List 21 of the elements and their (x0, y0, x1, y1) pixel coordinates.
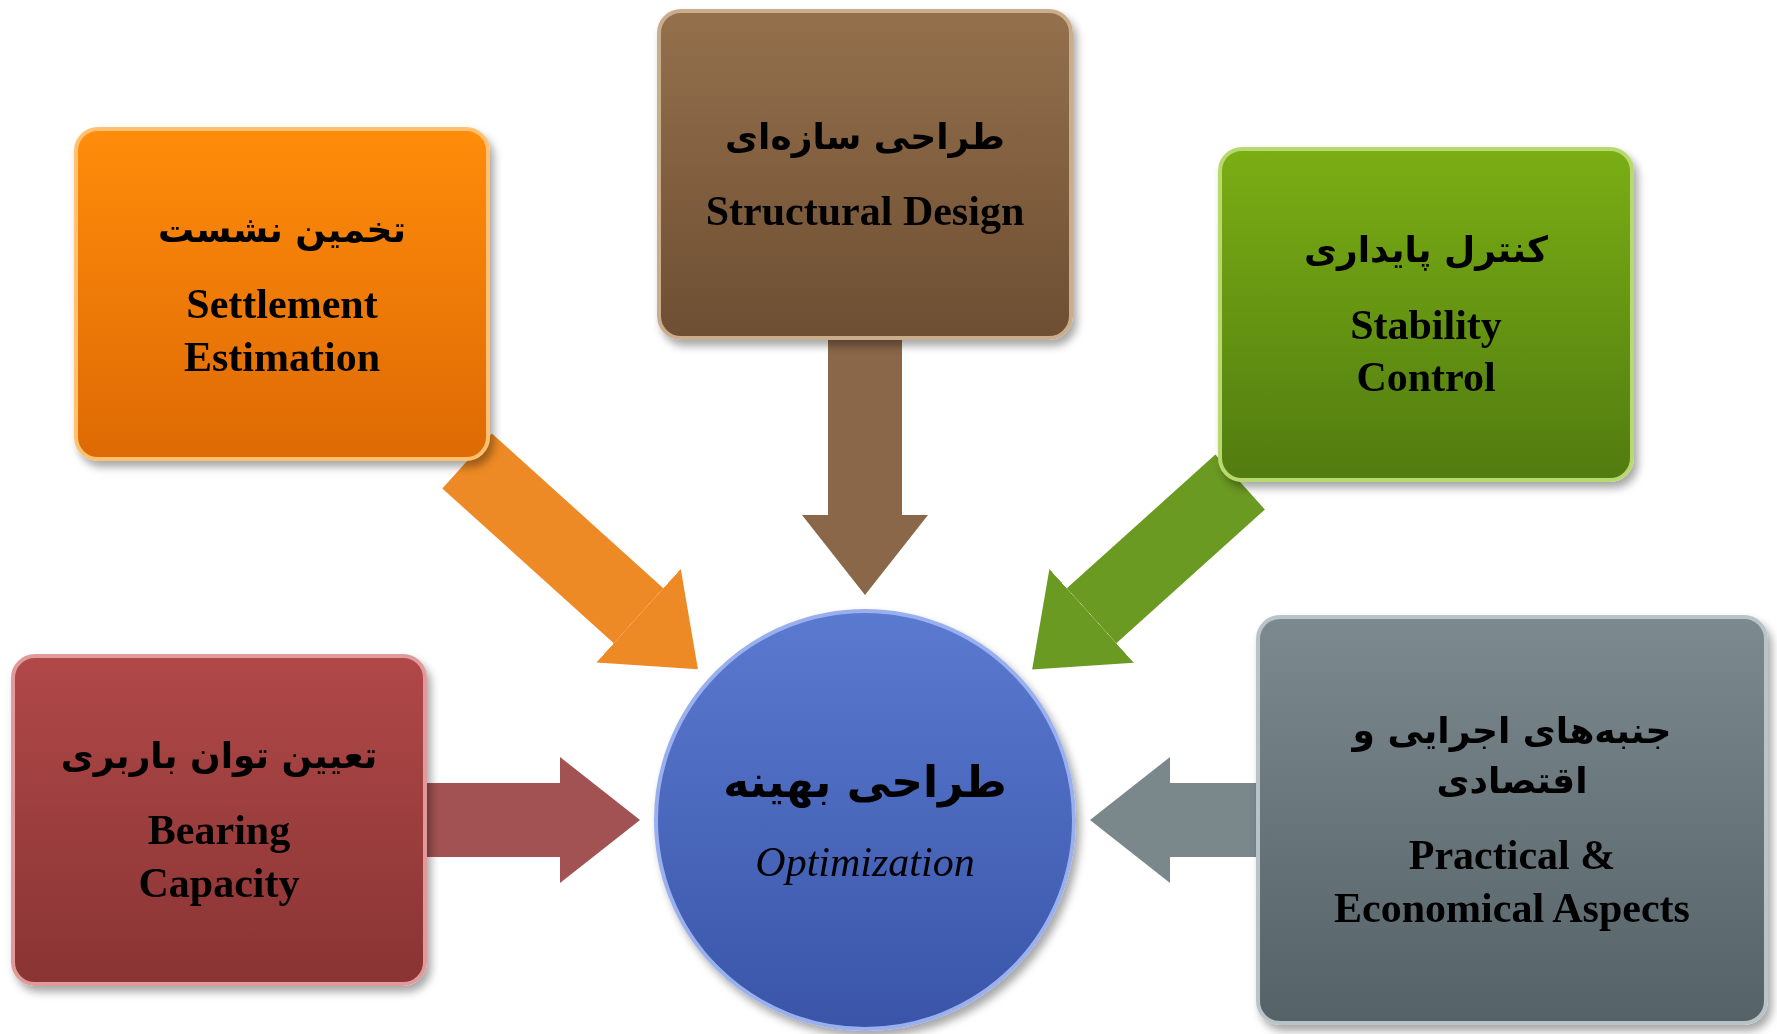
topic-box (11, 654, 427, 986)
topic-box (1218, 147, 1634, 482)
topic-box (74, 127, 490, 461)
persian-title: کنترل پایداری (1304, 228, 1548, 273)
block-arrow (1032, 454, 1265, 670)
topic-box (657, 9, 1073, 340)
english-title: Optimization (755, 838, 975, 887)
persian-title: تعیین توان باربری (60, 733, 378, 779)
persian-title: تخمین نشست (157, 207, 407, 253)
english-title: Bearing Capacity (137, 806, 301, 908)
topic-box (1256, 615, 1768, 1025)
english-title: Stability Control (1349, 300, 1503, 403)
block-arrow (1090, 757, 1256, 883)
persian-title: طراحی بهینه (723, 754, 1007, 810)
english-title: Structural Design (705, 187, 1025, 236)
persian-title: طراحی سازه‌ای (725, 114, 1005, 160)
english-title: Settlement Estimation (183, 280, 381, 382)
english-title: Practical & Economical Aspects (1333, 831, 1691, 933)
persian-title: جنبه‌های اجرایی و اقتصادی (1350, 709, 1673, 803)
block-arrow (442, 433, 698, 670)
block-arrow (802, 340, 928, 595)
